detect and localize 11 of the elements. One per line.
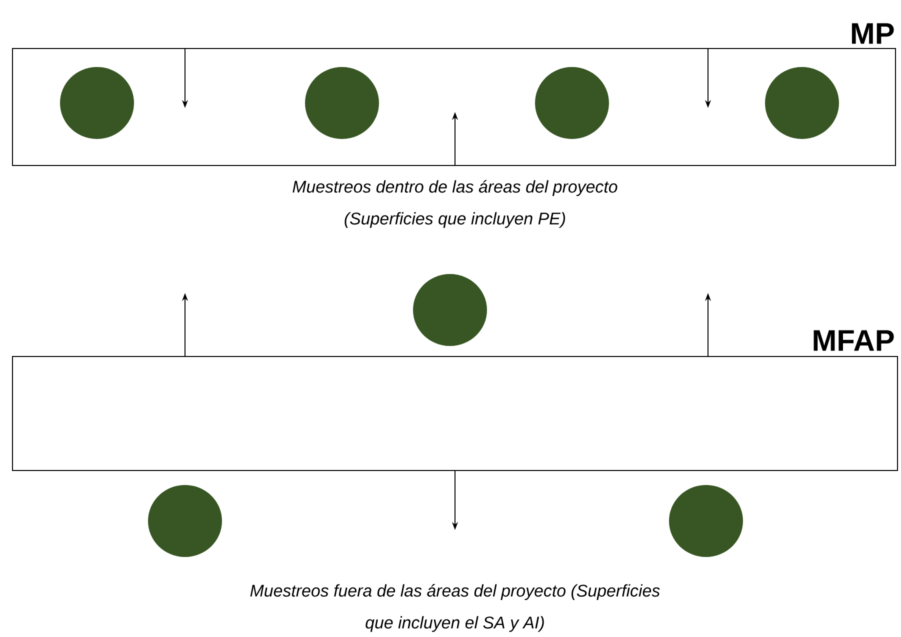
sample-circle	[305, 67, 379, 139]
box-heading: MP	[852, 23, 894, 44]
sample-circle	[765, 67, 839, 139]
sample-circle	[60, 67, 134, 139]
caption: Muestreos fuera de las áreas del proyecto (Superficies que incluyen el SA y AI)	[250, 584, 660, 632]
sample-circle	[413, 274, 487, 346]
sample-circle	[535, 67, 609, 139]
box-heading: MFAP	[814, 330, 894, 351]
caption: Muestreos dentro de las áreas del proyecto (Superficies que incluyen PE)	[292, 180, 618, 228]
sample-circle	[148, 485, 222, 557]
sample-circle	[669, 485, 743, 557]
